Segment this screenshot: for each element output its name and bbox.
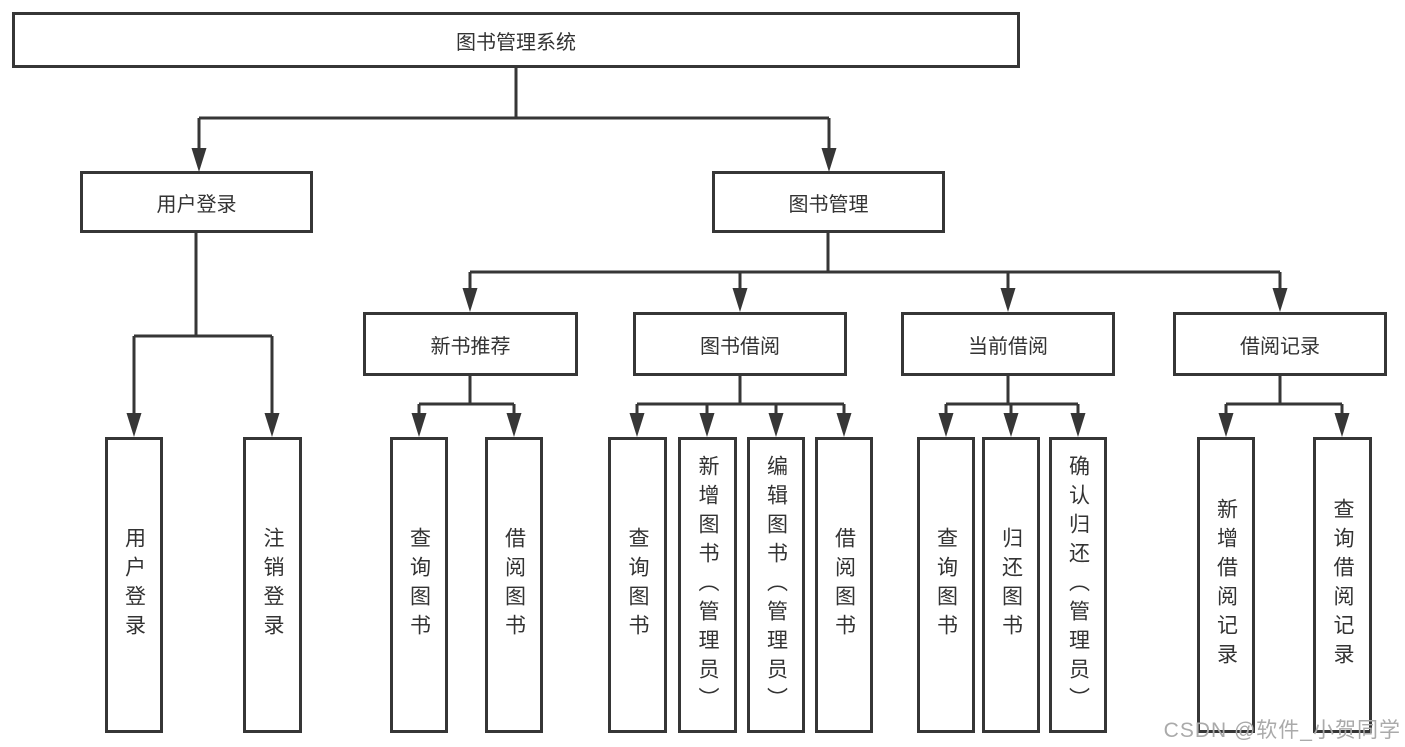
connector-new-book-rec <box>417 376 516 415</box>
node-new-book-recommendation: 新书推荐 <box>363 312 578 376</box>
leaf-rec-borrow-book: 借阅图书 <box>485 437 543 733</box>
connector-current-borrow <box>944 376 1080 415</box>
leaf-bb-edit-book-label: 编辑图书（管理员） <box>764 454 788 716</box>
connector-user-login <box>132 233 274 415</box>
leaf-cb-return-book-label: 归还图书 <box>999 527 1023 643</box>
arrowheads <box>126 148 1350 437</box>
leaf-cb-query-book: 查询图书 <box>917 437 975 733</box>
leaf-rec-query-book: 查询图书 <box>390 437 448 733</box>
csdn-watermark: CSDN @软件_小贺同学 <box>1163 719 1401 742</box>
connector-borrow-record <box>1224 376 1344 415</box>
node-current-borrow: 当前借阅 <box>901 312 1115 376</box>
leaf-cb-return-book: 归还图书 <box>982 437 1040 733</box>
connector-book-management <box>468 233 1282 290</box>
leaf-bb-borrow-book: 借阅图书 <box>815 437 873 733</box>
leaf-bb-add-book-label: 新增图书（管理员） <box>696 454 719 716</box>
leaf-user-login-label: 用户登录 <box>122 527 146 643</box>
leaf-rec-query-book-label: 查询图书 <box>407 527 431 643</box>
leaf-bb-query-book: 查询图书 <box>608 437 667 733</box>
leaf-br-add-record: 新增借阅记录 <box>1197 437 1255 733</box>
leaf-cb-confirm-return: 确认归还（管理员） <box>1049 437 1107 733</box>
leaf-logout: 注销登录 <box>243 437 302 733</box>
leaf-cb-confirm-return-label: 确认归还（管理员） <box>1066 454 1090 716</box>
node-library-management-system: 图书管理系统 <box>12 12 1020 68</box>
leaf-bb-add-book: 新增图书（管理员） <box>678 437 737 733</box>
node-user-login: 用户登录 <box>80 171 313 233</box>
leaf-bb-query-book-label: 查询图书 <box>626 527 649 643</box>
connector-book-borrow <box>635 376 846 415</box>
node-borrow-record: 借阅记录 <box>1173 312 1387 376</box>
leaf-bb-edit-book: 编辑图书（管理员） <box>747 437 805 733</box>
node-book-management: 图书管理 <box>712 171 945 233</box>
leaf-br-query-record: 查询借阅记录 <box>1313 437 1372 733</box>
leaf-rec-borrow-book-label: 借阅图书 <box>502 527 526 643</box>
leaf-cb-query-book-label: 查询图书 <box>934 527 958 643</box>
leaf-br-query-record-label: 查询借阅记录 <box>1331 498 1354 672</box>
leaf-bb-borrow-book-label: 借阅图书 <box>832 527 856 643</box>
leaf-user-login: 用户登录 <box>105 437 163 733</box>
leaf-br-add-record-label: 新增借阅记录 <box>1214 498 1238 672</box>
connector-root <box>197 68 831 150</box>
leaf-logout-label: 注销登录 <box>261 527 284 643</box>
node-book-borrow: 图书借阅 <box>633 312 847 376</box>
